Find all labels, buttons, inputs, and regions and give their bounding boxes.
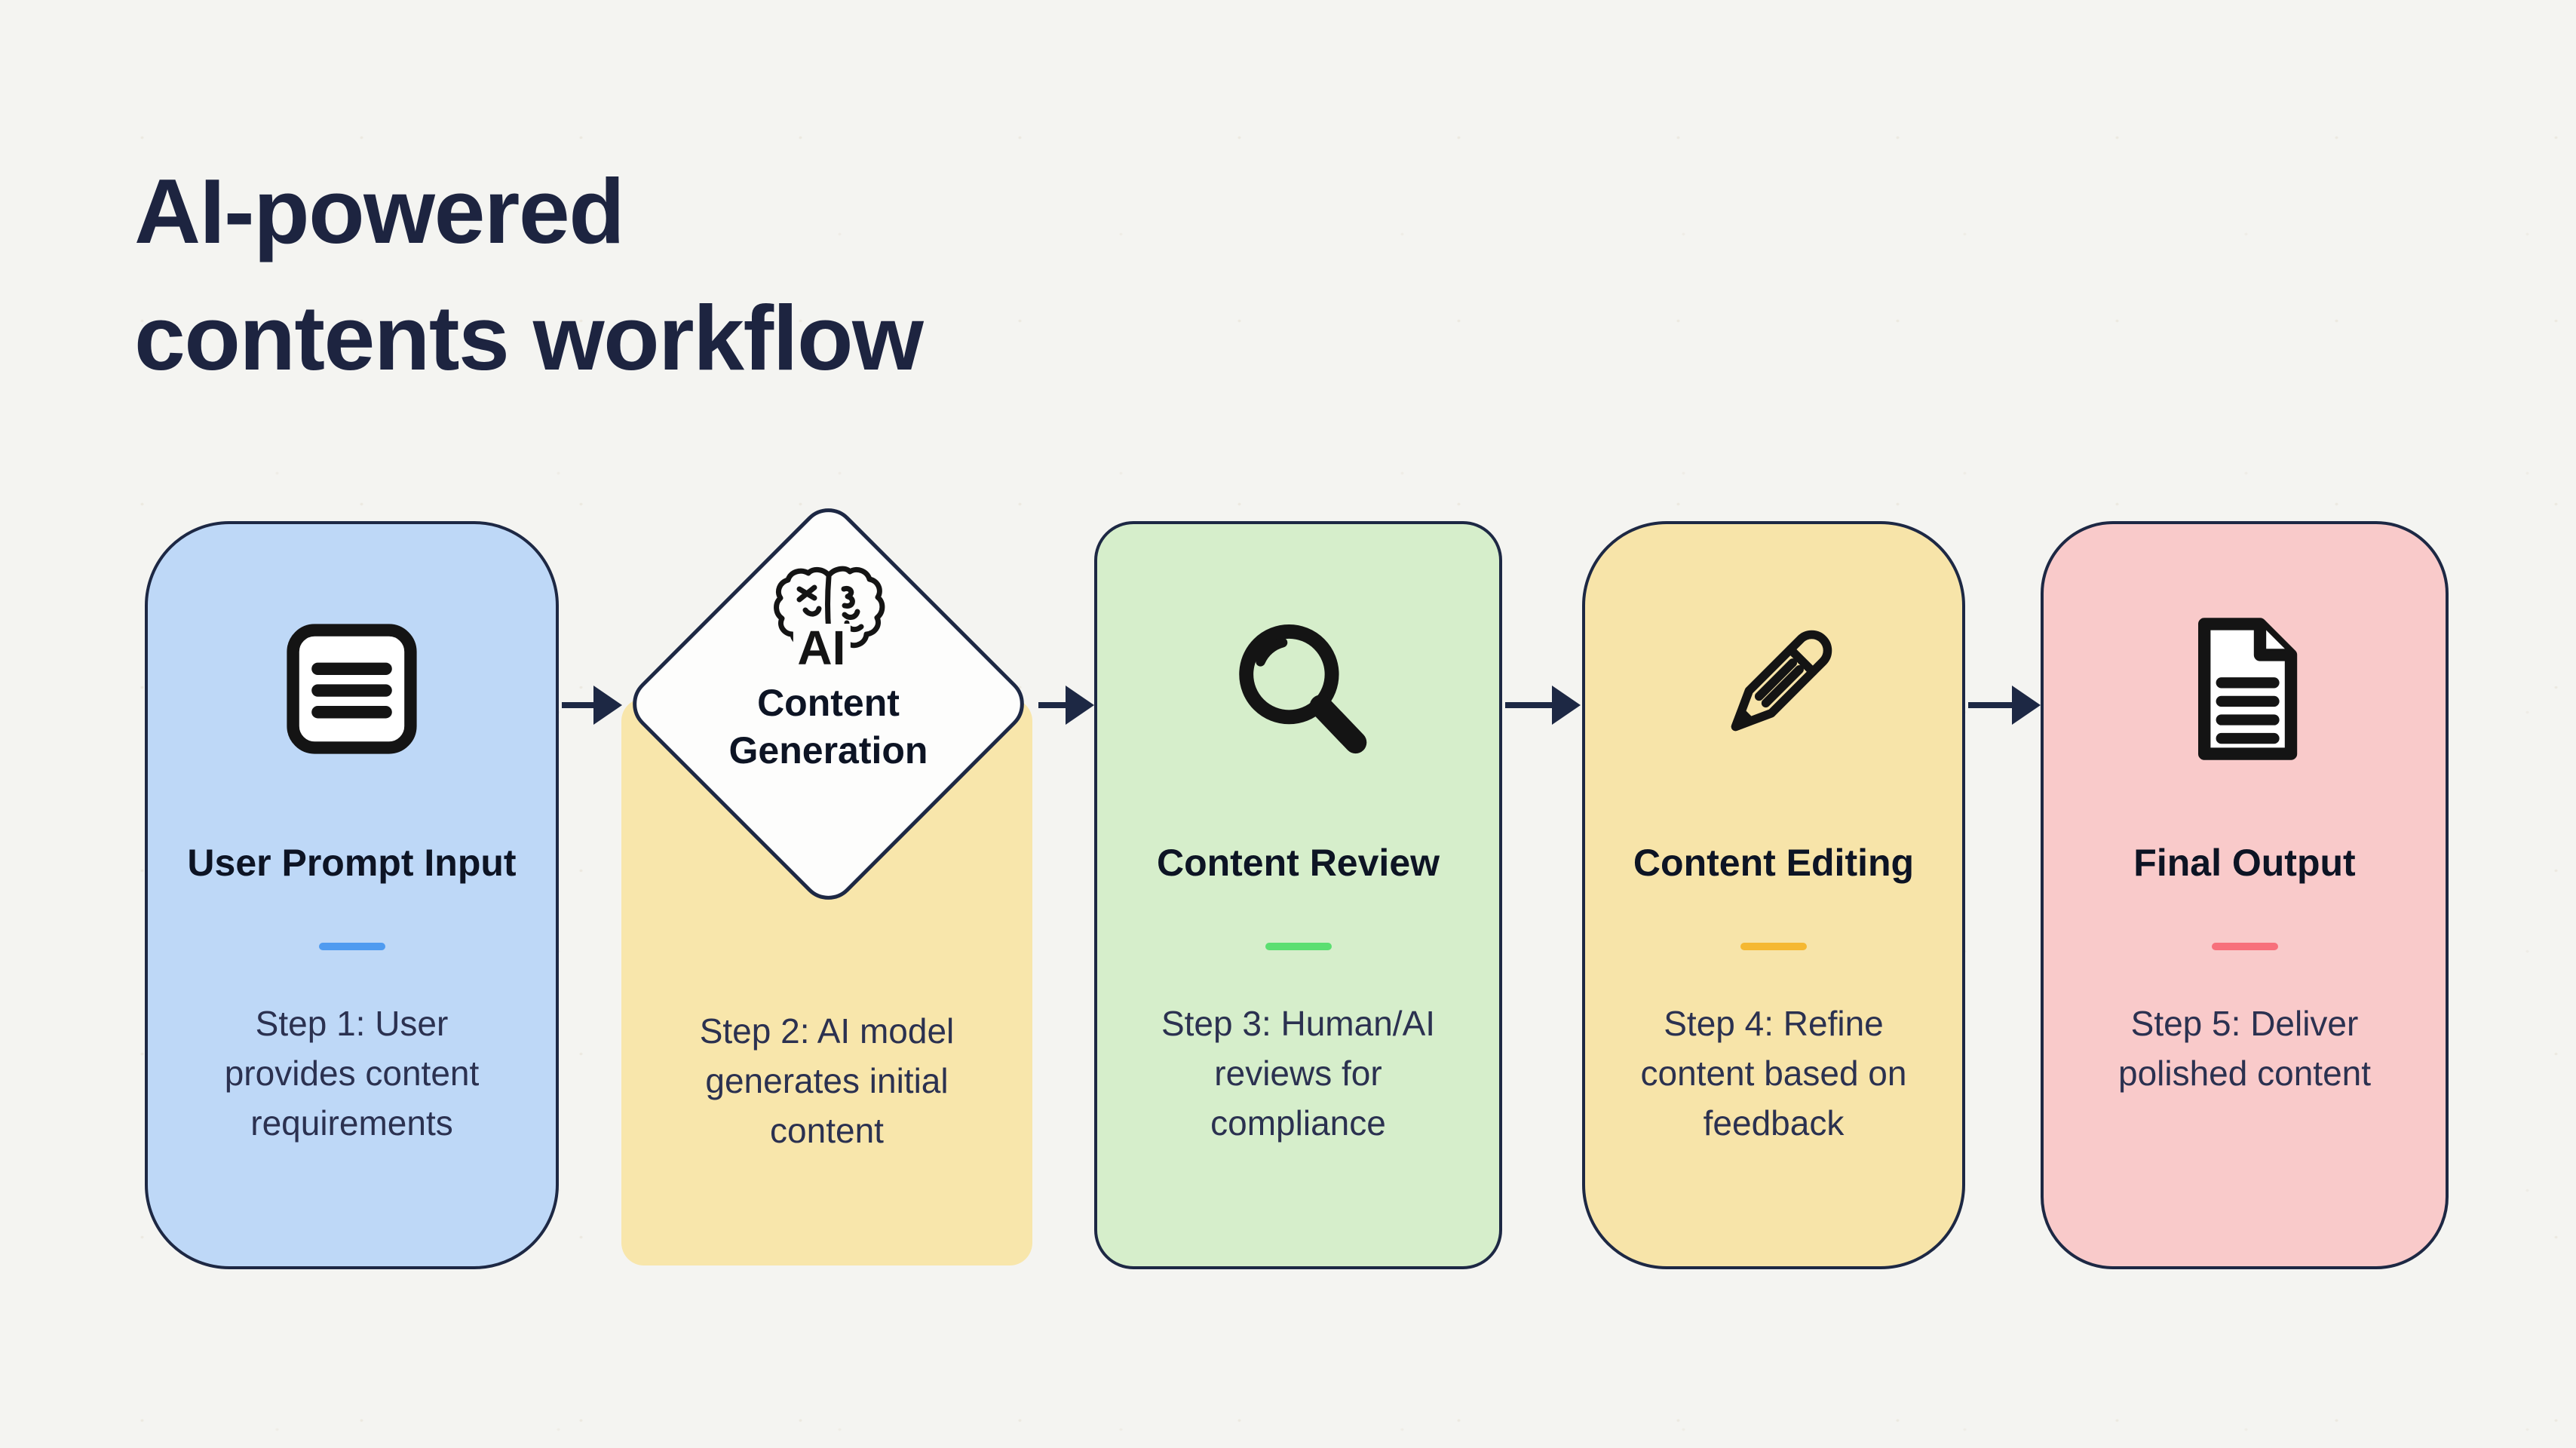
- magnifier-icon: [1219, 609, 1378, 768]
- card-title: Content Editing: [1633, 842, 1915, 884]
- arrow-head: [2012, 686, 2041, 725]
- arrow-shaft: [562, 702, 596, 708]
- card-title: User Prompt Input: [187, 842, 517, 884]
- arrow-head: [1066, 686, 1094, 725]
- card-title: Content Generation: [728, 682, 928, 772]
- step-description: Step 2: AI model generates initial conte…: [699, 1011, 955, 1150]
- flow-arrow-icon: [562, 683, 622, 728]
- accent-divider: [2211, 943, 2278, 950]
- document-lines-icon: [274, 609, 429, 768]
- flow-arrow-icon: [1505, 683, 1581, 728]
- step-card-final-output: Final Output Step 5: Deliver polished co…: [2041, 521, 2449, 1269]
- accent-divider: [1265, 943, 1332, 950]
- document-page-icon: [2167, 609, 2322, 768]
- page-title: AI-powered contents workflow: [134, 148, 924, 402]
- card-title: Final Output: [2133, 842, 2356, 884]
- flow-arrow-icon: [1038, 683, 1094, 728]
- diamond-content: AI Content Generation: [644, 557, 1013, 851]
- pencil-icon: [1694, 609, 1853, 768]
- step-card-user-prompt-input: User Prompt Input Step 1: User provides …: [145, 521, 559, 1269]
- arrow-shaft: [1968, 702, 2015, 708]
- arrow-shaft: [1038, 702, 1069, 708]
- step-description: Step 5: Deliver polished content: [2118, 1004, 2372, 1093]
- page-title-line-2: contents workflow: [134, 287, 924, 390]
- page-title-line-1: AI-powered: [134, 160, 625, 262]
- step-description: Step 4: Refine content based on feedback: [1640, 1004, 1907, 1143]
- step-card-content-editing: Content Editing Step 4: Refine content b…: [1582, 521, 1965, 1269]
- ai-label: AI: [793, 624, 851, 672]
- accent-divider: [1740, 943, 1807, 950]
- ai-brain-icon: AI: [772, 563, 885, 672]
- arrow-head: [593, 686, 622, 725]
- arrow-shaft: [1505, 702, 1555, 708]
- flow-arrow-icon: [1968, 683, 2041, 728]
- arrow-head: [1552, 686, 1581, 725]
- step-description: Step 3: Human/AI reviews for compliance: [1161, 1004, 1436, 1143]
- step-card-content-review: Content Review Step 3: Human/AI reviews …: [1094, 521, 1502, 1269]
- step-description: Step 1: User provides content requiremen…: [224, 1004, 480, 1143]
- accent-divider: [318, 943, 385, 950]
- card-title: Content Review: [1156, 842, 1440, 884]
